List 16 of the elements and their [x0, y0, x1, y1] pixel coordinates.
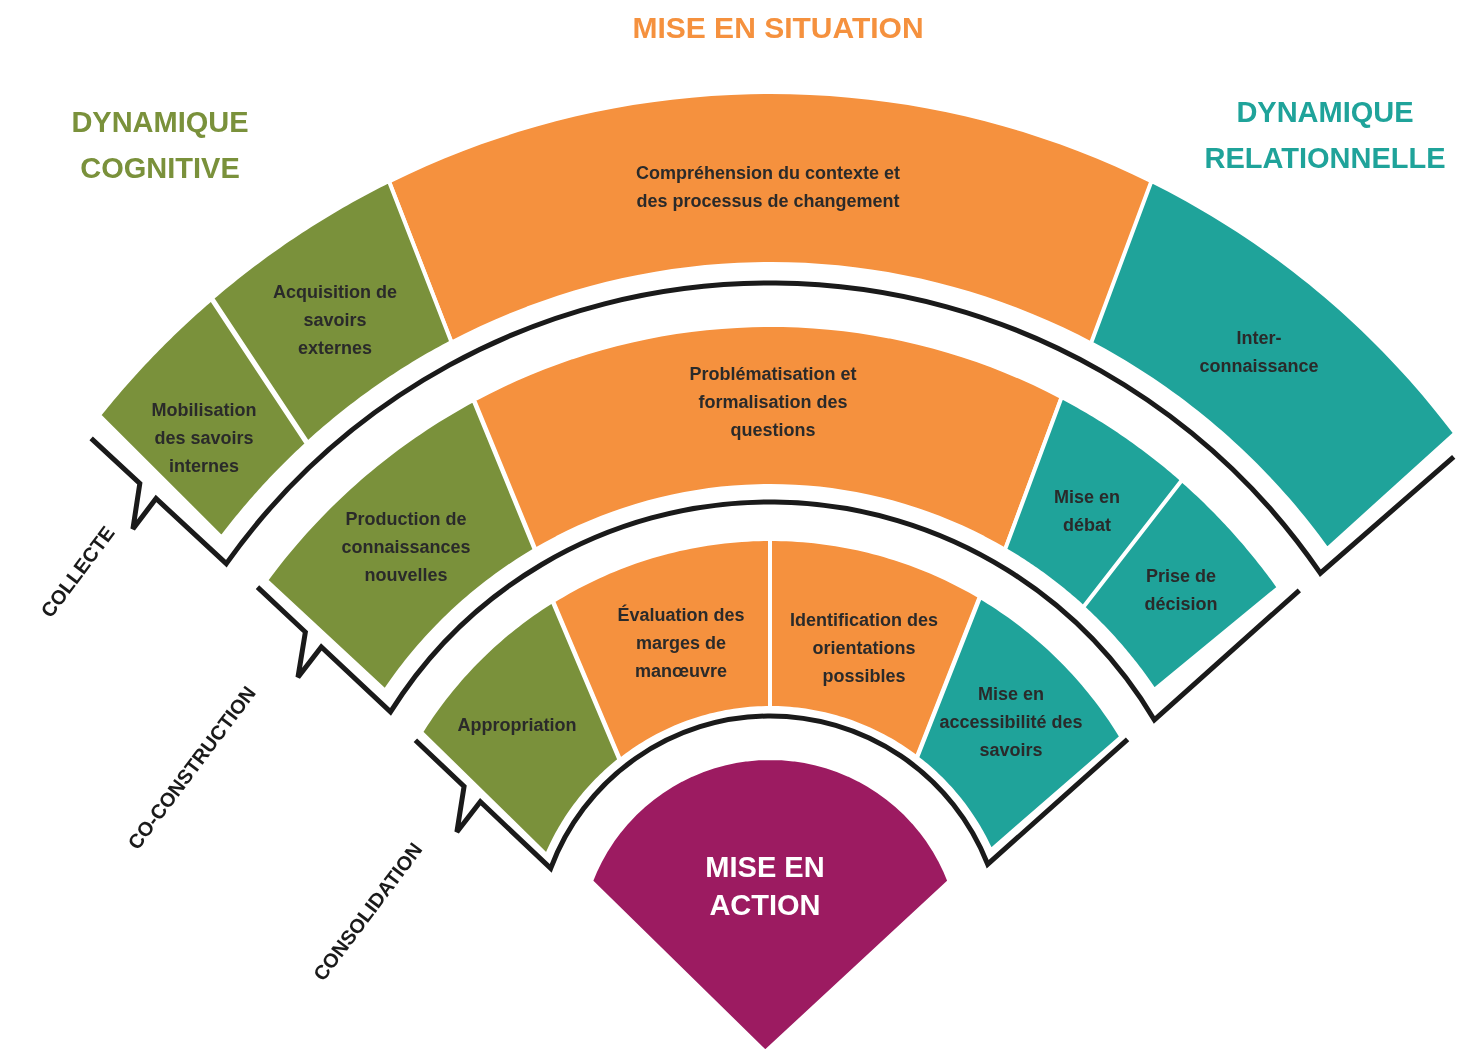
- heading-label: DYNAMIQUE RELATIONNELLE: [1203, 94, 1447, 176]
- segment-label: Problématisation et formalisation des questions: [688, 363, 858, 442]
- heading-label: MISE EN SITUATION: [632, 11, 924, 45]
- segment-label: Acquisition de savoirs externes: [271, 281, 398, 360]
- segment-label: Identification des orientations possibles: [789, 609, 939, 688]
- segment-label: Mise en débat: [1052, 486, 1121, 537]
- center-label: MISE EN ACTION: [704, 850, 826, 923]
- heading-label: DYNAMIQUE COGNITIVE: [70, 104, 250, 186]
- segment-label: Production de connaissances nouvelles: [340, 508, 472, 587]
- segment-label: Mise en accessibilité des savoirs: [938, 683, 1084, 762]
- segment-label: Appropriation: [456, 714, 578, 738]
- segment-label: Mobilisation des savoirs internes: [150, 399, 258, 478]
- segment-label: Évaluation des marges de manœuvre: [616, 603, 746, 683]
- segment-label: Prise de décision: [1143, 565, 1219, 616]
- segment-label: Inter- connaissance: [1198, 327, 1320, 378]
- segment-label: Compréhension du contexte et des processus de changement: [634, 162, 901, 213]
